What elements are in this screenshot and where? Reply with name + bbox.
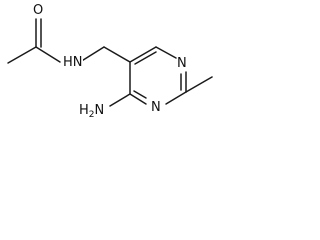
bond-methyl-carbonyl (7, 46, 37, 64)
ring-nitrogen-top-label: N (177, 56, 187, 71)
ring-nitrogen-bottom-label: N (151, 100, 161, 115)
bond-c2-methyl (185, 76, 213, 93)
amide-nitrogen-text: N (72, 55, 83, 70)
bond-c4-amino (109, 93, 131, 107)
carbonyl-oxygen-label: O (33, 3, 44, 18)
bond-carbonyl-nitrogen (35, 46, 61, 63)
bond-ring-c5-c6 (129, 46, 157, 63)
amide-nitrogen-label: HN (63, 56, 83, 69)
bond-nitrogen-methylene (79, 46, 105, 63)
bond-ring-c6-n1 (155, 46, 177, 59)
bond-layer (7, 18, 213, 107)
chemical-structure: O HN N N H2N (0, 0, 250, 140)
bond-ring-n3-c4 (129, 93, 147, 105)
bond-ring-c2-n3 (165, 91, 187, 105)
amino-group-label: H2N (79, 103, 105, 120)
amide-hydrogen-text: H (63, 55, 73, 70)
amino-hydrogen-text: H (79, 103, 89, 118)
bond-ring-c5-c6-double (134, 51, 157, 65)
bond-ring-n3-c4-double (133, 90, 147, 99)
bond-methylene-ring (103, 46, 131, 63)
amino-subscript: 2 (88, 110, 95, 120)
amino-nitrogen-text: N (94, 103, 105, 118)
